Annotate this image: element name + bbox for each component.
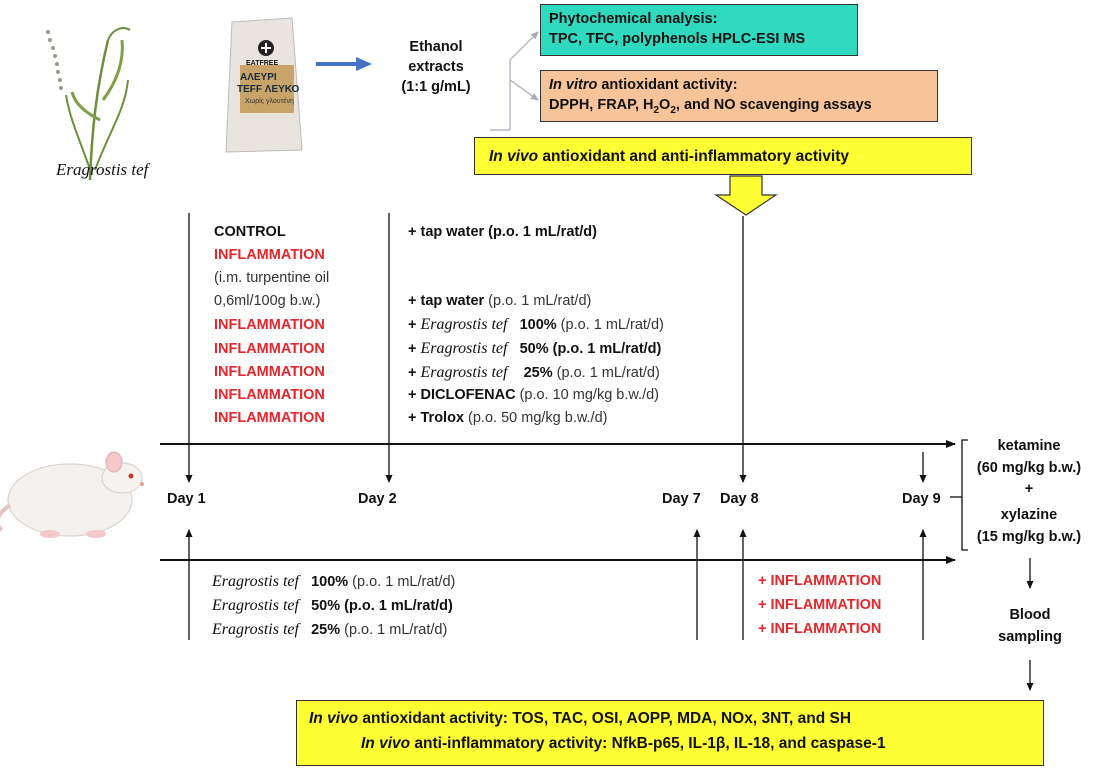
teff-plant-icon [65,27,131,181]
treatment-et100: + Eragrostis tef 100% (p.o. 1 mL/rat/d) [408,316,664,333]
invitro-title-rest: antioxidant activity: [597,77,738,93]
treatment-tapwater-control: + tap water (p.o. 1 mL/rat/d) [408,224,597,240]
pretreat-et25: Eragrostis tef 25% (p.o. 1 mL/rat/d) [212,621,448,638]
ethanol-line1: Ethanol [409,39,463,55]
day-8-label: Day 8 [720,491,759,507]
big-down-arrow [714,175,778,216]
inflammation-bottom-2: + INFLAMMATION [758,597,882,613]
package-line2: TEFF ΛΕΥΚΟ [237,84,300,95]
blood-label-2: sampling [998,629,1062,645]
anesthesia-bracket [961,439,968,551]
results-line1-italic: In vivo [309,710,359,727]
group-inflammation-3: INFLAMMATION [214,341,325,357]
pretreat-et100: Eragrostis tef 100% (p.o. 1 mL/rat/d) [212,573,456,590]
results-box: In vivo antioxidant activity: TOS, TAC, … [296,700,1044,766]
xylazine-label: xylazine [1000,507,1058,523]
phyto-body: TPC, TFC, polyphenols HPLC-ESI MS [549,31,806,47]
package-brand: EATFREE [246,60,279,67]
group-inflammation-1: INFLAMMATION [214,247,325,263]
treatment-tapwater-inflam: + tap water (p.o. 1 mL/rat/d) [408,293,592,309]
invitro-sub-b: 2 [670,104,676,116]
package-line3: Χωρίς γλουτένη [245,98,294,105]
results-line2-italic: In vivo [361,735,411,752]
invitro-title-italic: In vitro [549,77,598,93]
results-line2-rest: anti-inflammatory activity: NfkB-p65, IL… [410,735,886,752]
pretreat-et50: Eragrostis tef 50% (p.o. 1 mL/rat/d) [212,597,453,614]
invitro-body-a: DPPH, FRAP, H [549,97,654,113]
inflammation-bottom-3: + INFLAMMATION [758,621,882,637]
results-line1-rest: antioxidant activity: TOS, TAC, OSI, AOP… [358,710,852,727]
group-inflammation-5: INFLAMMATION [214,387,325,403]
treatment-trolox: + Trolox (p.o. 50 mg/kg b.w./d) [408,410,608,426]
invitro-sub-a: 2 [653,104,660,116]
invivo-main-box: In vivo antioxidant and anti-inflammator… [474,137,972,175]
phyto-title: Phytochemical analysis: [549,11,718,27]
blood-label-1: Blood [1009,607,1051,623]
ethanol-line3: (1:1 g/mL) [401,79,471,95]
ketamine-label: ketamine [997,438,1061,454]
treatment-et50: + Eragrostis tef 50% (p.o. 1 mL/rat/d) [408,340,662,357]
invivo-main-rest: antioxidant and anti-inflammatory activi… [538,148,850,165]
treatment-et25: + Eragrostis tef 25% (p.o. 1 mL/rat/d) [408,364,660,381]
ethanol-line2: extracts [408,59,464,75]
invitro-body-b: , and NO scavenging assays [675,97,872,113]
seed-spike-icon [46,30,63,90]
bracket-connector [490,31,539,131]
group-turpentine-2: 0,6ml/100g b.w.) [214,293,321,309]
group-control: CONTROL [214,224,286,240]
species-caption: Eragrostis tef [56,160,149,179]
group-turpentine-1: (i.m. turpentine oil [214,270,330,286]
day-2-label: Day 2 [358,491,397,507]
treatment-diclofenac: + DICLOFENAC (p.o. 10 mg/kg b.w./d) [408,387,660,403]
ketamine-dose: (60 mg/kg b.w.) [976,460,1082,476]
flour-package-icon [225,17,303,153]
day-9-label: Day 9 [902,491,941,507]
day-1-label: Day 1 [167,491,206,507]
xylazine-dose: (15 mg/kg b.w.) [976,529,1082,545]
group-inflammation-2: INFLAMMATION [214,317,325,333]
group-inflammation-6: INFLAMMATION [214,410,325,426]
invivo-main-italic: In vivo [489,148,539,165]
phytochemical-box: Phytochemical analysis: TPC, TFC, polyph… [540,4,858,56]
rat-icon [0,451,144,538]
inflammation-bottom-1: + INFLAMMATION [758,573,882,589]
day-7-label: Day 7 [662,491,701,507]
anesthesia-plus: + [1024,481,1034,497]
invitro-mid: O [659,97,671,113]
group-inflammation-4: INFLAMMATION [214,364,325,380]
package-line1: ΑΛΕΥΡΙ [240,72,277,83]
invitro-box: In vitro antioxidant activity: DPPH, FRA… [540,70,938,122]
